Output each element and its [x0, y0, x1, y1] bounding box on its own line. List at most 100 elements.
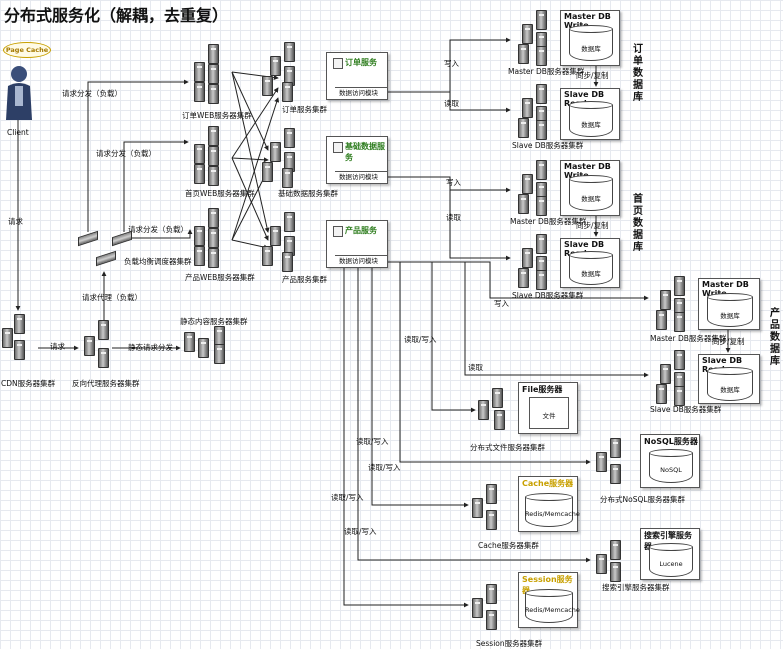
database-icon: Lucene [649, 543, 693, 577]
reverse-proxy-label: 反向代理服务器集群 [72, 379, 140, 388]
base-service-module: 数据访问模块 [335, 171, 387, 183]
page-title: 分布式服务化（解耦，去重复） [4, 6, 229, 25]
database-icon: NoSQL [649, 449, 693, 483]
database-icon: 数据库 [569, 25, 613, 61]
product-web-rack [194, 208, 234, 268]
component-icon [333, 58, 343, 69]
order-master-db: Master DB Write 数据库 [560, 10, 620, 66]
proxy-label: 请求代理（负载） [82, 293, 142, 302]
order-service-box: 订单服务 数据访问模块 [326, 52, 388, 100]
product-svc-rack [262, 212, 312, 272]
order-slave-rack [514, 84, 560, 140]
order-service-module: 数据访问模块 [335, 87, 387, 99]
file-server-rack [476, 388, 516, 438]
file-cluster-label: 分布式文件服务器集群 [470, 443, 545, 452]
database-icon: 数据库 [569, 175, 613, 211]
database-icon: Redis/Memcache [525, 589, 580, 623]
database-icon: Redis/Memcache [525, 493, 580, 527]
base-service-title: 基础数据服务 [345, 142, 385, 162]
slave-cluster-label: Slave DB服务器集群 [650, 405, 722, 414]
search-title: 搜索引擎服务器 [644, 531, 692, 551]
read-label: 读取 [444, 99, 459, 108]
product-master-db: Master DB Write 数据库 [698, 278, 760, 330]
cdn-cluster-label: CDN服务器集群 [1, 379, 56, 388]
base-svc-rack [262, 128, 312, 188]
file-server-title: File服务器 [522, 385, 563, 394]
static-content-rack [184, 326, 234, 366]
read-write-label: 读取/写入 [404, 335, 437, 344]
home-slave-rack [514, 234, 560, 290]
cache-cluster-label: Cache服务器集群 [478, 541, 539, 550]
read-write-label: 读取/写入 [331, 493, 364, 502]
product-service-title: 产品服务 [345, 226, 377, 235]
product-slave-db: Slave DB Read 数据库 [698, 354, 760, 404]
client-label: Client [7, 128, 29, 137]
read-label: 读取 [446, 213, 461, 222]
database-icon: 数据库 [707, 293, 753, 327]
sync-label: 同步/复制 [576, 221, 609, 230]
home-slave-db: Slave DB Read 数据库 [560, 238, 620, 288]
dispatch-home-label: 请求分发（负载） [96, 149, 156, 158]
product-slave-rack [652, 350, 698, 406]
home-master-rack [514, 160, 560, 216]
slave-cluster-label: Slave DB服务器集群 [512, 291, 584, 300]
sync-label: 同步/复制 [576, 71, 609, 80]
master-cluster-label: Master DB服务器集群 [510, 217, 587, 226]
product-service-box: 产品服务 数据访问模块 [326, 220, 388, 268]
cdn-server-rack [0, 314, 40, 364]
nosql-title: NoSQL服务器 [644, 437, 698, 446]
product-master-rack [652, 276, 698, 332]
read-write-label: 读取/写入 [344, 527, 377, 536]
cache-rack [470, 484, 510, 534]
master-cluster-label: Master DB服务器集群 [508, 67, 585, 76]
session-cluster-label: Session服务器集群 [476, 639, 543, 648]
home-web-label: 首页WEB服务器集群 [185, 189, 255, 198]
slave-cluster-label: Slave DB服务器集群 [512, 141, 584, 150]
database-icon: 数据库 [569, 101, 613, 137]
master-cluster-label: Master DB服务器集群 [650, 334, 727, 343]
read-write-label: 读取/写入 [368, 463, 401, 472]
nosql-rack [594, 438, 634, 488]
component-icon [333, 142, 343, 153]
page-cache-badge: Page Cache [3, 42, 51, 58]
order-web-rack [194, 44, 234, 104]
read-label: 读取 [468, 363, 483, 372]
write-label: 写入 [446, 178, 461, 187]
lb-cluster-label: 负载均衡调度器集群 [124, 257, 192, 266]
write-label: 写入 [494, 299, 509, 308]
order-db-label: 订单数据库 [633, 44, 643, 103]
product-svc-label: 产品服务集群 [282, 275, 327, 284]
database-icon: 数据库 [707, 367, 753, 401]
order-service-title: 订单服务 [345, 58, 377, 67]
cache-box: Cache服务器 Redis/Memcache [518, 476, 580, 532]
component-icon [333, 226, 343, 237]
static-cluster-label: 静态内容服务器集群 [180, 317, 248, 326]
dispatch-order-label: 请求分发（负载） [62, 89, 122, 98]
request-label: 请求 [8, 217, 23, 226]
session-rack [470, 584, 510, 634]
database-icon: 数据库 [569, 251, 613, 285]
product-db-label: 产品数据库 [770, 308, 780, 367]
nosql-box: NoSQL服务器 NoSQL [640, 434, 700, 488]
search-box: 搜索引擎服务器 Lucene [640, 528, 700, 580]
home-master-db: Master DB Write 数据库 [560, 160, 620, 216]
sync-label: 同步/复制 [712, 337, 745, 346]
file-server-box: File服务器 文件 [518, 382, 578, 434]
dispatch-product-label: 请求分发（负载） [128, 225, 188, 234]
order-web-label: 订单WEB服务器集群 [182, 111, 252, 120]
base-service-box: 基础数据服务 数据访问模块 [326, 136, 388, 184]
write-label: 写入 [444, 59, 459, 68]
cache-title: Cache服务器 [522, 479, 574, 488]
order-svc-label: 订单服务集群 [282, 105, 327, 114]
product-web-label: 产品WEB服务器集群 [185, 273, 255, 282]
request-cdn-label: 请求 [50, 342, 65, 351]
search-rack [594, 540, 634, 590]
home-web-rack [194, 126, 234, 186]
client-icon [4, 64, 34, 126]
reverse-proxy-rack [82, 320, 122, 370]
read-write-label: 读取/写入 [356, 437, 389, 446]
base-svc-label: 基础数据服务集群 [278, 189, 338, 198]
static-dispatch-label: 静态请求分发 [128, 343, 173, 352]
file-icon: 文件 [529, 397, 569, 429]
